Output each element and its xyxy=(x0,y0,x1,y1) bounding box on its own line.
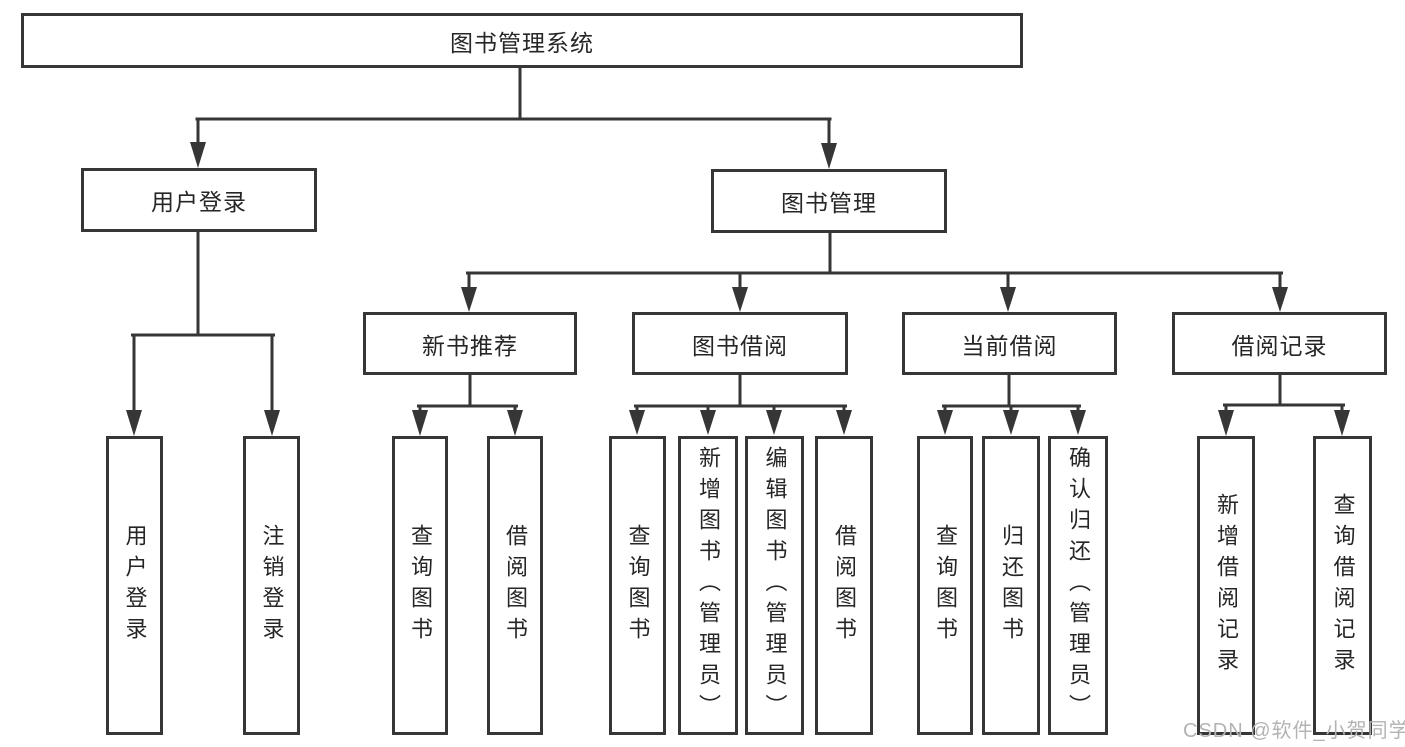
leaf-query-borrow-record: 查询借阅记录 xyxy=(1313,436,1372,735)
node-label: 确认归还（管理员） xyxy=(1066,446,1091,725)
node-label: 查询图书 xyxy=(933,523,958,648)
node-label: 查询图书 xyxy=(625,523,651,648)
node-label: 用户登录 xyxy=(122,523,148,648)
node-label: 新增图书（管理员） xyxy=(696,446,721,725)
node-label: 借阅图书 xyxy=(503,523,528,648)
node-label: 图书借阅 xyxy=(692,332,788,359)
node-label: 借阅记录 xyxy=(1231,332,1328,359)
node-book-borrowing: 图书借阅 xyxy=(632,312,848,375)
node-new-book-recommend: 新书推荐 xyxy=(363,312,577,375)
leaf-query-books-borrow: 查询图书 xyxy=(609,436,666,735)
node-book-management: 图书管理 xyxy=(711,169,947,233)
node-current-borrowing: 当前借阅 xyxy=(902,312,1117,375)
leaf-edit-book-admin: 编辑图书（管理员） xyxy=(745,436,804,735)
node-user-login: 用户登录 xyxy=(81,168,317,232)
leaf-query-books-recommend: 查询图书 xyxy=(392,436,448,735)
node-label: 图书管理 xyxy=(781,190,877,216)
leaf-confirm-return-admin: 确认归还（管理员） xyxy=(1048,436,1108,735)
leaf-return-book: 归还图书 xyxy=(982,436,1040,735)
node-label: 新增借阅记录 xyxy=(1214,492,1239,679)
leaf-add-book-admin: 新增图书（管理员） xyxy=(678,436,738,735)
node-label: 图书管理系统 xyxy=(450,29,594,56)
arrowheads xyxy=(126,142,1350,436)
leaf-borrow-books: 借阅图书 xyxy=(815,436,873,735)
node-label: 注销登录 xyxy=(259,523,285,648)
leaf-query-books-current: 查询图书 xyxy=(917,436,973,735)
node-library-management-system: 图书管理系统 xyxy=(21,13,1023,68)
node-label: 查询借阅记录 xyxy=(1330,492,1356,679)
leaf-add-borrow-record: 新增借阅记录 xyxy=(1197,436,1255,735)
node-label: 借阅图书 xyxy=(832,523,857,648)
leaf-user-login: 用户登录 xyxy=(106,436,163,735)
node-label: 新书推荐 xyxy=(422,332,518,359)
node-label: 归还图书 xyxy=(999,523,1024,648)
node-label: 编辑图书（管理员） xyxy=(762,446,788,725)
watermark: CSDN @软件_小贺同学 xyxy=(1183,720,1405,742)
node-label: 查询图书 xyxy=(408,523,433,648)
leaf-borrow-books-recommend: 借阅图书 xyxy=(487,436,543,735)
node-label: 用户登录 xyxy=(151,189,247,215)
node-label: 当前借阅 xyxy=(961,332,1058,359)
node-borrowing-records: 借阅记录 xyxy=(1172,312,1387,375)
leaf-logout: 注销登录 xyxy=(243,436,300,735)
